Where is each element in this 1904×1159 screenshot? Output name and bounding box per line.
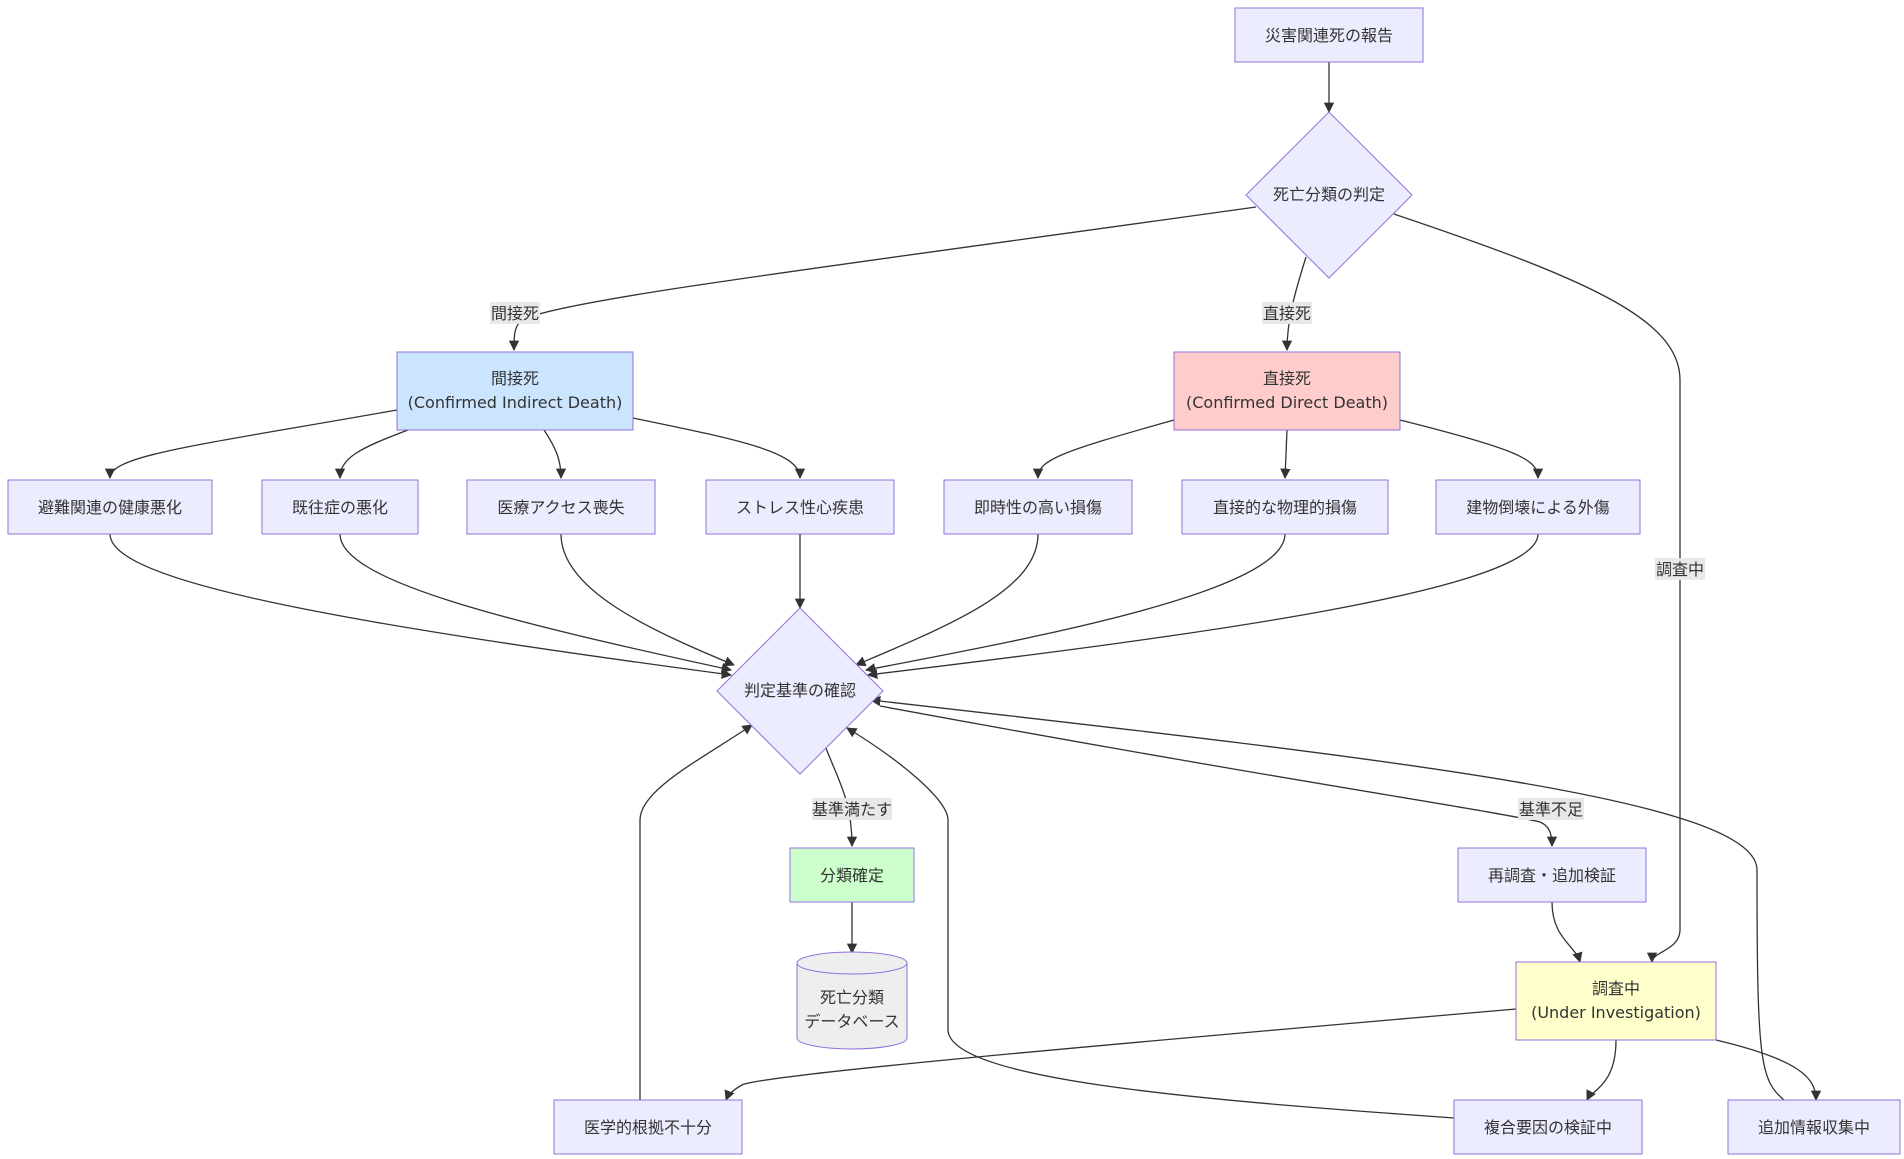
edge-investigating-insufficient	[724, 1008, 1517, 1101]
edge-medaccess-criteria	[560, 533, 735, 667]
node-medical-access: 医療アクセス喪失	[466, 479, 656, 535]
node-confirmed-label: 分類確定	[820, 866, 884, 885]
node-physical-label: 直接的な物理的損傷	[1213, 498, 1357, 517]
edge-direct-collapse	[1399, 419, 1544, 480]
edge-classify-investigating	[1393, 213, 1681, 964]
edge-physical-criteria	[864, 533, 1286, 674]
edge-classify-indirect	[508, 206, 1257, 352]
node-collapse-trauma: 建物倒壊による外傷	[1435, 479, 1641, 535]
node-indirect-label-2: (Confirmed Indirect Death)	[408, 393, 623, 412]
edge-preexist-criteria	[339, 533, 733, 674]
node-collapse-label: 建物倒壊による外傷	[1466, 498, 1610, 517]
edge-label-direct: 直接死	[1262, 302, 1312, 324]
node-death-database: 死亡分類 データベース	[796, 951, 908, 1050]
node-classify-decision: 死亡分類の判定	[1245, 111, 1413, 279]
edge-evac-criteria	[109, 533, 733, 679]
node-indirect-label-1: 間接死	[491, 369, 539, 388]
edge-label-indirect-text: 間接死	[491, 304, 539, 323]
node-db-label-2: データベース	[804, 1012, 899, 1031]
edge-label-criteria-unmet-text: 基準不足	[1519, 800, 1583, 819]
node-direct-death: 直接死 (Confirmed Direct Death)	[1173, 351, 1401, 431]
edge-collapse-criteria	[866, 533, 1539, 680]
edge-label-criteria-met-text: 基準満たす	[812, 800, 892, 819]
node-collecting-info: 追加情報収集中	[1727, 1099, 1901, 1155]
edge-insufficient-criteria	[639, 724, 753, 1100]
edge-indirect-preexist	[334, 429, 409, 480]
node-report-label: 災害関連死の報告	[1265, 26, 1393, 45]
node-reinvest-label: 再調査・追加検証	[1488, 866, 1616, 885]
edge-multifactor-criteria	[846, 727, 1455, 1119]
node-multifactor-review: 複合要因の検証中	[1453, 1099, 1643, 1155]
nodes: 災害関連死の報告 死亡分類の判定 間接死 (Confirmed Indirect…	[7, 7, 1901, 1155]
edge-label-direct-text: 直接死	[1263, 304, 1311, 323]
edge-investigating-multifactor	[1586, 1039, 1617, 1101]
node-direct-label-2: (Confirmed Direct Death)	[1186, 393, 1388, 412]
node-reinvestigation: 再調査・追加検証	[1457, 847, 1647, 903]
node-stress-heart: ストレス性心疾患	[705, 479, 895, 535]
node-immediate-injury: 即時性の高い損傷	[943, 479, 1133, 535]
node-indirect-death: 間接死 (Confirmed Indirect Death)	[396, 351, 634, 431]
node-preexisting: 既往症の悪化	[261, 479, 419, 535]
node-physical-injury: 直接的な物理的損傷	[1181, 479, 1389, 535]
node-criteria-decision: 判定基準の確認	[716, 607, 884, 775]
edges	[104, 62, 1822, 1119]
edge-criteria-confirmed	[825, 747, 858, 848]
edge-label-criteria-unmet: 基準不足	[1518, 798, 1584, 820]
edge-direct-physical	[1280, 429, 1291, 480]
node-preexist-label: 既往症の悪化	[292, 498, 388, 517]
node-report: 災害関連死の報告	[1234, 7, 1424, 63]
edge-label-investigating-text: 調査中	[1656, 560, 1704, 579]
edge-indirect-medaccess	[543, 429, 567, 480]
edge-direct-immediate	[1032, 419, 1175, 480]
node-criteria-label: 判定基準の確認	[744, 681, 856, 700]
edge-reinvest-investigating	[1551, 901, 1583, 963]
edge-indirect-stress	[632, 417, 806, 480]
node-investigating-label-2: (Under Investigation)	[1531, 1003, 1701, 1022]
edge-labels: 間接死 直接死 調査中 基準満たす 基準不足	[490, 302, 1705, 820]
edge-investigating-moreinfo	[1715, 1039, 1822, 1102]
node-medaccess-label: 医療アクセス喪失	[497, 498, 624, 517]
node-classification-confirmed: 分類確定	[789, 847, 915, 903]
edge-moreinfo-criteria	[869, 695, 1785, 1101]
node-moreinfo-label: 追加情報収集中	[1758, 1118, 1870, 1137]
node-stress-label: ストレス性心疾患	[736, 498, 864, 517]
node-investigating-label-1: 調査中	[1592, 979, 1640, 998]
node-classify-label: 死亡分類の判定	[1273, 185, 1385, 204]
edge-label-criteria-met: 基準満たす	[812, 798, 892, 820]
node-under-investigation: 調査中 (Under Investigation)	[1515, 961, 1717, 1041]
node-multifactor-label: 複合要因の検証中	[1484, 1118, 1612, 1137]
edge-label-investigating: 調査中	[1655, 558, 1705, 580]
edge-indirect-evac	[104, 409, 398, 480]
edge-immediate-criteria	[855, 533, 1039, 667]
node-evac-health: 避難関連の健康悪化	[7, 479, 213, 535]
node-db-label-1: 死亡分類	[820, 988, 884, 1007]
node-evac-label: 避難関連の健康悪化	[38, 498, 182, 517]
node-insufficient-label: 医学的根拠不十分	[584, 1118, 712, 1137]
node-immediate-label: 即時性の高い損傷	[974, 498, 1102, 517]
edge-criteria-reinvest	[879, 705, 1558, 848]
edge-label-indirect: 間接死	[490, 302, 540, 324]
node-insufficient-evidence: 医学的根拠不十分	[553, 1099, 743, 1155]
node-direct-label-1: 直接死	[1263, 369, 1311, 388]
